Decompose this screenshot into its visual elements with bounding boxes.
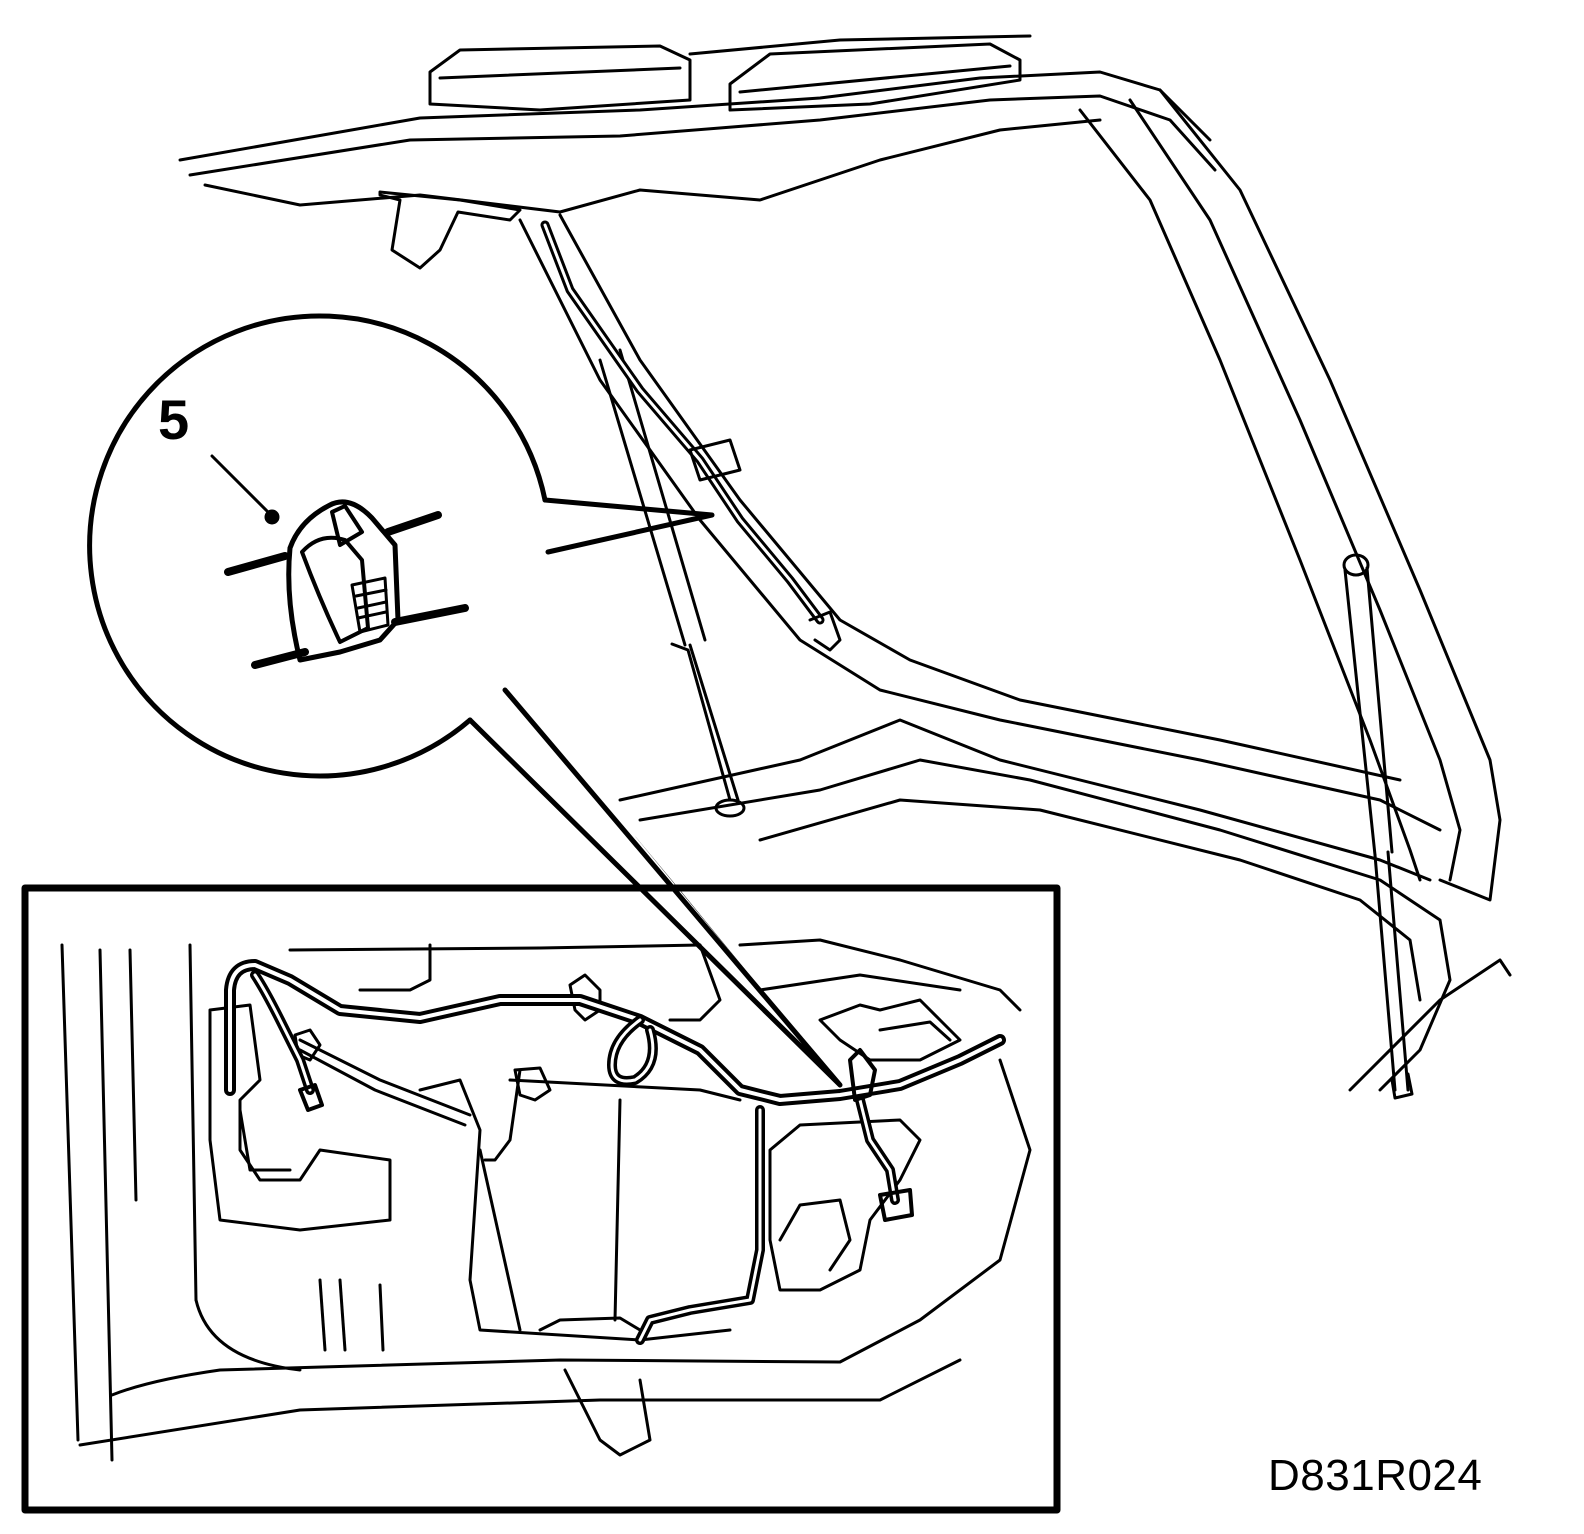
spoiler-block-left <box>428 44 692 112</box>
inset-top-curve-2 <box>668 943 722 1022</box>
callout-dot <box>264 509 280 525</box>
inset-center-divider <box>613 1098 622 1322</box>
open-tailgate <box>178 34 1512 1100</box>
tailgate-lower-panel <box>618 718 1432 882</box>
tailgate-right-side-inner2 <box>1078 108 1422 882</box>
spoiler-rail <box>688 34 1032 56</box>
inset-frame-left-2 <box>98 948 114 1462</box>
tailgate-right-side-outer <box>1158 88 1502 902</box>
inset-inner-bar-3 <box>378 1283 385 1352</box>
inset-bottom-curve-1 <box>78 1358 962 1447</box>
inset-frame <box>21 884 1061 1514</box>
callout-leader <box>210 454 270 514</box>
gas-strut-left <box>598 348 746 818</box>
tailgate-top-edge <box>178 70 1212 162</box>
inset-bottom-curve-2 <box>110 1058 1032 1397</box>
tailgate-top-edge-inner <box>188 94 1217 177</box>
gas-strut-right <box>1342 553 1414 1100</box>
detail-circle <box>87 313 548 779</box>
figure-code-label: D831R024 <box>1268 1451 1483 1500</box>
inset-inner-bar-1 <box>318 1278 327 1352</box>
inset-right-pocket <box>768 1118 922 1292</box>
inset-rod-left-2 <box>298 1048 467 1127</box>
glass-frame-left-inner <box>558 213 1402 782</box>
hinge-bracket <box>378 190 522 270</box>
detail-magnifier <box>87 313 843 1088</box>
tailgate-under-lip <box>203 118 1102 214</box>
tailgate-harness-inner <box>543 223 822 622</box>
inset-right-pocket-inner <box>778 1198 852 1272</box>
inset-rod-left <box>298 1038 472 1117</box>
inset-center-panel <box>418 1078 732 1342</box>
spoiler-block-right <box>728 42 1022 112</box>
inset-left-pocket-inner <box>238 1108 292 1172</box>
inset-frame-left-3 <box>128 948 138 1202</box>
pointer-wedge-upper <box>542 497 715 555</box>
tailgate-lower-panel-2 <box>638 758 1452 1092</box>
inset-bottom-latch-2 <box>538 1316 642 1332</box>
inset-detail <box>21 884 1061 1514</box>
glass-frame-left <box>518 218 1442 832</box>
inset-frame-left-4 <box>188 943 198 1302</box>
tailgate-lower-panel-3 <box>758 798 1422 1002</box>
inset-upper-bracket-2 <box>878 1020 952 1042</box>
inset-center-panel-2 <box>508 1078 742 1102</box>
tailgate-right-side-inner <box>1128 98 1462 882</box>
inset-frame-left-1 <box>60 943 80 1442</box>
spoiler-block-left-top <box>438 66 682 80</box>
inset-harness <box>224 959 1006 1345</box>
inset-top-curve <box>358 943 432 992</box>
inset-top-line-1 <box>288 943 702 952</box>
inset-center-diagonal <box>478 1148 522 1332</box>
harness-clip-top <box>688 438 742 482</box>
inset-mechanism-vertical <box>483 1068 522 1162</box>
callout-number-5: 5 <box>158 388 190 451</box>
inset-bottom-curve-3 <box>194 1298 302 1372</box>
inset-bottom-latch <box>563 1368 652 1457</box>
inset-top-line-2 <box>738 938 1022 1012</box>
harness-end <box>808 610 842 652</box>
inset-upper-bracket <box>818 998 962 1062</box>
inset-inner-bar-2 <box>338 1278 347 1352</box>
body-corner <box>1348 958 1512 1092</box>
pointer-wedge-fill <box>630 830 840 1085</box>
inset-top-line-3 <box>758 973 962 992</box>
spoiler-block-right-top <box>738 64 1012 94</box>
harness-clip-detail <box>224 499 469 669</box>
inset-left-pocket <box>208 1003 392 1232</box>
inset-mechanism-body <box>513 1066 552 1102</box>
